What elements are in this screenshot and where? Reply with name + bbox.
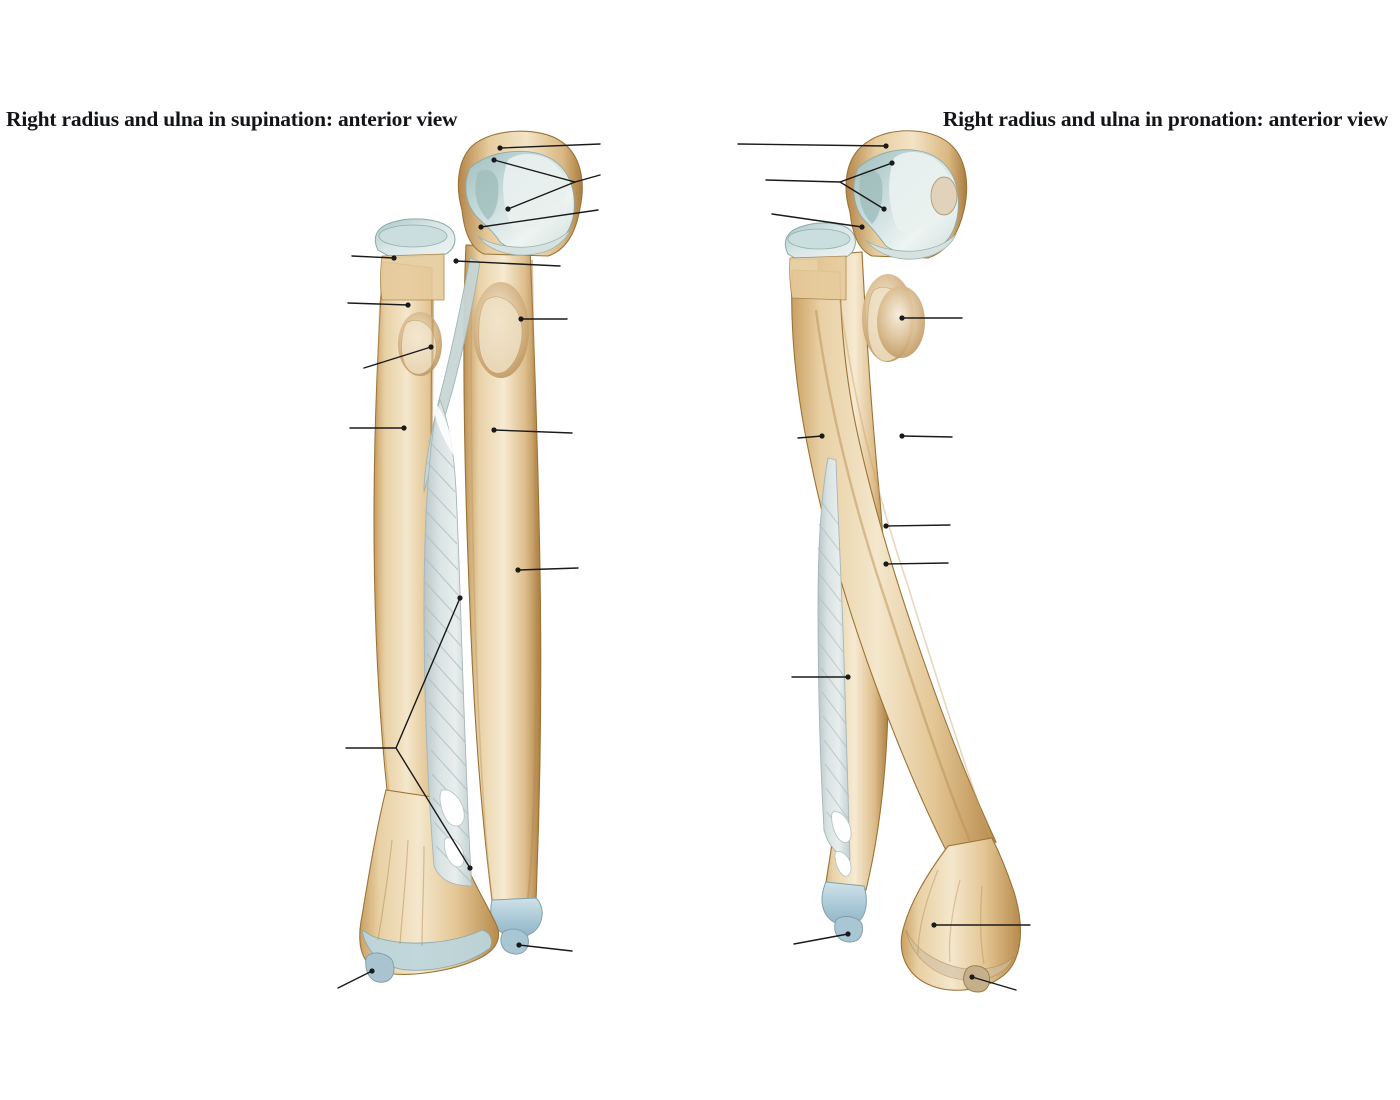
ulna-supination	[457, 130, 583, 955]
leader-oblique-cord	[455, 260, 561, 267]
distal-radius	[900, 837, 1021, 991]
figure-pronation	[737, 130, 1031, 993]
head-of-radius-fovea	[378, 224, 448, 248]
coronoid-process	[865, 233, 957, 260]
radial-tuberosity	[877, 286, 925, 358]
leader-olecranon	[737, 143, 887, 147]
figure-supination	[337, 130, 601, 989]
trochlear-notch-medial-facet	[475, 169, 499, 220]
leader-styloid-process-of-ulna	[793, 933, 849, 945]
radial-tuberosity-highlight	[401, 320, 437, 375]
trochlear-notch-lateral-facet	[503, 154, 566, 230]
styloid-process-of-radius	[365, 952, 395, 983]
membrane-aperture-lower	[443, 837, 465, 868]
interosseous-membrane-supination	[423, 398, 473, 887]
figure-title-supination: Right radius and ulna in supination: ant…	[6, 107, 458, 131]
radius-supination	[359, 218, 500, 983]
membrane-aperture-upper	[439, 789, 465, 827]
leader-shaft-of-ulna-upper	[797, 435, 823, 439]
membrane-aperture-upper	[831, 811, 852, 843]
distal-radius-ridges	[917, 869, 985, 965]
membrane-upper-notch	[434, 404, 454, 456]
radius-pronation	[784, 222, 1021, 993]
distal-radius-ridges	[377, 839, 425, 947]
interosseous-membrane-pronation	[817, 457, 852, 877]
leader-lines-supination	[337, 143, 601, 989]
interosseous-membrane-fibres	[817, 499, 851, 845]
radius-shaft	[791, 269, 997, 863]
trochlear-notch-lateral-facet	[889, 152, 952, 232]
leader-trochlear-notch-inferior	[507, 181, 576, 210]
figure-supination-region[interactable]	[330, 130, 630, 1010]
trochlear-notch-medial-facet	[859, 169, 883, 224]
leader-trochlear-notch-inferior	[839, 181, 885, 210]
ulnar-tuberosity-highlight	[478, 296, 523, 374]
leader-shaft-of-radius-upper	[901, 435, 953, 438]
leader-styloid-process-of-ulna	[518, 944, 573, 952]
coronoid-process	[477, 229, 571, 256]
leader-coronoid-process	[480, 209, 599, 228]
leader-crossing-point-lower	[885, 562, 949, 565]
radius-shading-anterior	[814, 309, 974, 847]
radius-shading-posterior	[839, 299, 991, 837]
neck-of-radius	[380, 253, 445, 301]
neck-of-radius	[789, 255, 847, 301]
leader-lines-pronation	[737, 143, 1031, 991]
ulna-shading-medial	[470, 259, 493, 899]
distal-radius-articular-margin	[905, 929, 1015, 981]
leader-head-of-radius	[351, 255, 395, 259]
distal-radius	[359, 789, 500, 975]
figure-title-pronation: Right radius and ulna in pronation: ante…	[942, 107, 1388, 131]
leader-interosseous-border-ulna	[493, 429, 573, 434]
leader-styloid-process-of-radius	[971, 976, 1017, 991]
leader-styloid-process-of-radius	[337, 970, 373, 989]
head-of-radius-fovea	[787, 228, 851, 250]
leader-neck-of-radius	[347, 302, 409, 306]
ulna-shading-lateral	[527, 259, 538, 899]
leader-olecranon	[499, 143, 601, 149]
leader-crossing-point-upper	[885, 524, 951, 527]
leader-radial-tuberosity	[363, 346, 432, 369]
leader-coronoid-process	[771, 213, 863, 228]
leader-shaft-of-ulna	[517, 567, 579, 571]
membrane-aperture-lower	[834, 851, 852, 877]
radial-notch	[930, 176, 958, 216]
leader-interosseous-membrane-lower	[395, 747, 471, 869]
figure-pronation-region[interactable]	[750, 130, 1060, 1010]
styloid-process-of-ulna	[500, 928, 529, 955]
